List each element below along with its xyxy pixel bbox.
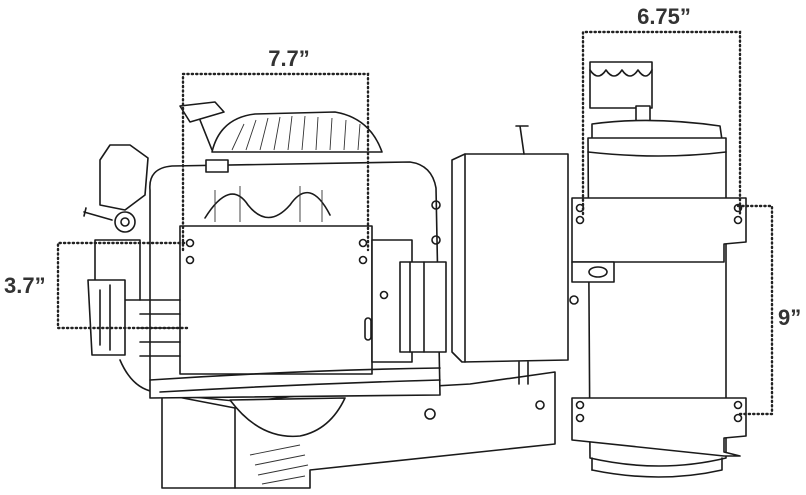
engine-width-label: 7.7” <box>268 46 310 71</box>
engine-body <box>139 101 447 399</box>
fuel-tank <box>569 61 747 478</box>
tank-bracket-span-label: 9” <box>778 305 801 330</box>
dimension-guides <box>56 30 774 416</box>
linkage-assembly <box>83 144 166 393</box>
tank-width-label: 6.75” <box>637 4 691 29</box>
mounting-base <box>161 371 556 489</box>
control-box <box>431 125 569 385</box>
side-height-label: 3.7” <box>4 273 46 298</box>
